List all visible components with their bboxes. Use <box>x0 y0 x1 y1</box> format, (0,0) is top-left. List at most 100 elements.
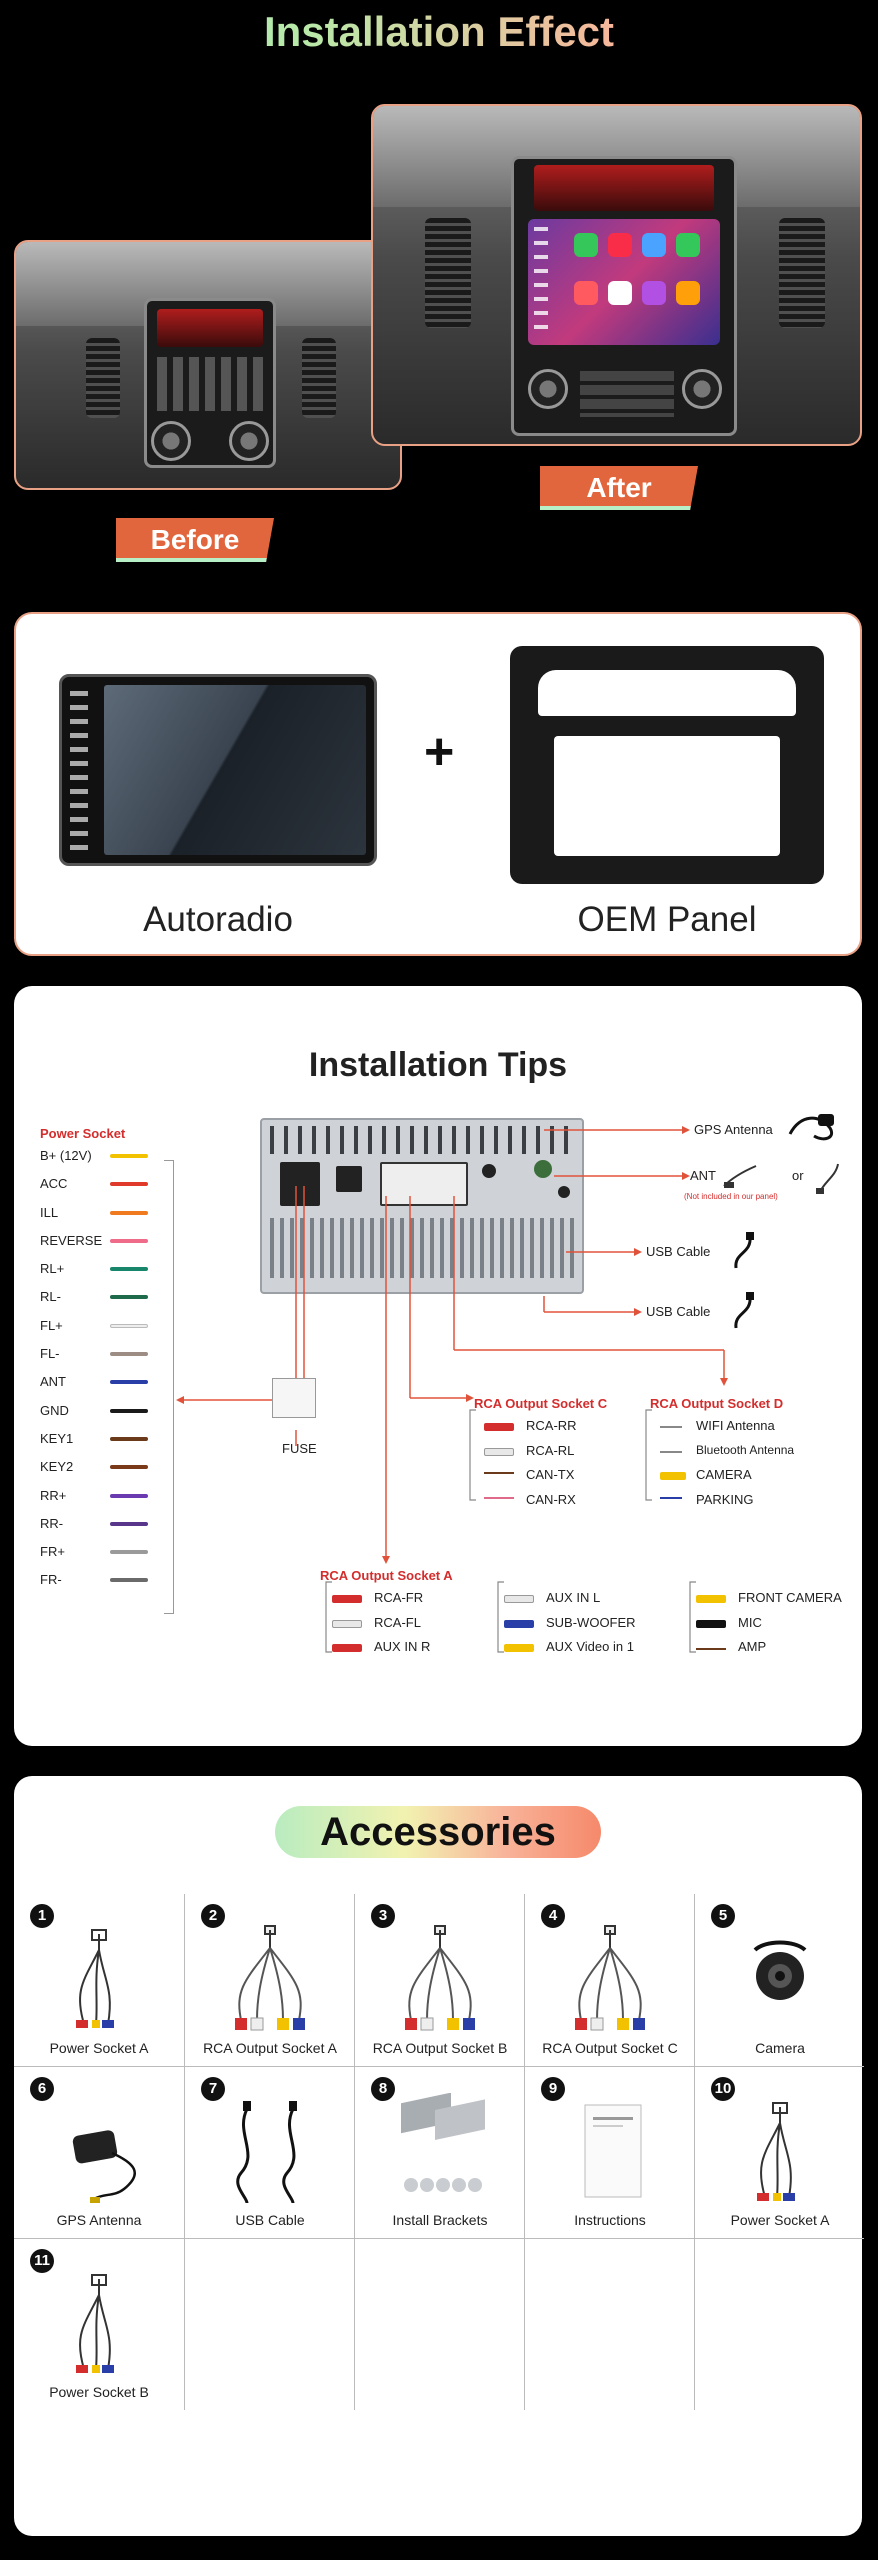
brackets-icon <box>355 2092 525 2209</box>
plus-sign: + <box>424 723 455 781</box>
power-socket-pin-label: GND <box>40 1402 69 1418</box>
power-socket-pin: KEY2 <box>40 1459 148 1487</box>
usb-cable-label-2: USB Cable <box>646 1304 711 1319</box>
wiring-lines <box>176 1126 728 1653</box>
socket-a-col1-item-3: AUX IN R <box>374 1639 431 1654</box>
accessory-label: Power Socket A <box>730 2212 830 2228</box>
harness-icon <box>14 2265 184 2381</box>
power-socket-pin-label: FR+ <box>40 1544 65 1560</box>
accessory-label: RCA Output Socket C <box>542 2040 678 2056</box>
power-socket-pin-label: ACC <box>40 1176 68 1192</box>
power-socket-pin: FL+ <box>40 1318 148 1346</box>
power-socket-pin-label: FL- <box>40 1346 60 1362</box>
autoradio-image <box>59 674 377 866</box>
accessory-number: 7 <box>201 2077 225 2101</box>
accessory-label: GPS Antenna <box>56 2212 142 2228</box>
power-socket-pin: RR+ <box>40 1487 148 1516</box>
after-dashboard-photo <box>371 104 862 446</box>
rca-cable-icon <box>355 1920 525 2036</box>
wire-color-swatch <box>110 1408 148 1413</box>
socket-d-item-3: CAMERA <box>696 1467 752 1482</box>
accessory-label: Power Socket B <box>49 2384 149 2400</box>
camera-icon <box>695 1920 865 2036</box>
wire-color-swatch <box>110 1436 148 1441</box>
wire-color-swatch <box>110 1295 148 1300</box>
wire-color-swatch <box>110 1493 148 1498</box>
power-socket-bracket <box>164 1160 174 1614</box>
accessory-number: 5 <box>711 1904 735 1928</box>
power-socket-pin: ILL <box>40 1204 148 1233</box>
power-socket-pin-label: REVERSE <box>40 1232 103 1248</box>
parts-card: + Autoradio OEM Panel <box>14 612 862 956</box>
before-tag: Before <box>116 518 274 562</box>
empty-grid-cell <box>184 2238 354 2410</box>
power-socket-pin: RL- <box>40 1289 148 1317</box>
oem-panel-image <box>510 646 824 884</box>
socket-a-col2-item-2: SUB-WOOFER <box>546 1615 636 1630</box>
socket-d-item-1: WIFI Antenna <box>696 1418 775 1433</box>
fuse-box <box>272 1378 316 1418</box>
accessory-label: Instructions <box>574 2212 646 2228</box>
accessory-number: 9 <box>541 2077 565 2101</box>
power-socket-title: Power Socket <box>40 1126 126 1141</box>
wire-color-swatch <box>110 1578 148 1583</box>
socket-c-item-2: RCA-RL <box>526 1443 575 1458</box>
accessory-number: 2 <box>201 1904 225 1928</box>
empty-grid-cell <box>524 2238 694 2410</box>
accessory-number: 11 <box>30 2249 54 2273</box>
wire-color-swatch <box>110 1267 148 1272</box>
power-socket-pin-label: KEY1 <box>40 1430 74 1446</box>
autoradio-label: Autoradio <box>143 900 293 939</box>
antenna-plug-icon <box>723 1165 757 1188</box>
oem-panel-label: OEM Panel <box>577 900 757 939</box>
accessory-label: RCA Output Socket A <box>203 2040 337 2056</box>
ant-label: ANT <box>690 1168 716 1183</box>
accessory-label: Install Brackets <box>392 2212 488 2228</box>
wire-color-swatch <box>110 1380 148 1385</box>
socket-c-item-4: CAN-RX <box>526 1492 576 1507</box>
usb-cable-icon-1 <box>734 1232 754 1269</box>
power-socket-pin: REVERSE <box>40 1232 148 1261</box>
power-socket-pin: FR+ <box>40 1544 148 1572</box>
installation-effect-title: Installation Effect <box>0 8 878 56</box>
ant-note: (Not included in our panel) <box>684 1192 778 1201</box>
socket-c-item-3: CAN-TX <box>526 1467 575 1482</box>
installation-tips-title: Installation Tips <box>308 1046 568 1084</box>
power-socket-pin: KEY1 <box>40 1430 148 1459</box>
or-label: or <box>792 1168 804 1183</box>
socket-a-title: RCA Output Socket A <box>320 1568 453 1583</box>
after-tag: After <box>540 466 698 510</box>
manual-icon <box>525 2093 695 2209</box>
socket-a-col2-item-1: AUX IN L <box>546 1590 601 1605</box>
accessory-label: USB Cable <box>235 2212 305 2228</box>
accessory-number: 4 <box>541 1904 565 1928</box>
power-socket-pin: RR- <box>40 1516 148 1544</box>
power-socket-pin: GND <box>40 1402 148 1431</box>
socket-a-col1-item-1: RCA-FR <box>374 1590 424 1605</box>
rca-cable-icon <box>525 1920 695 2036</box>
power-socket-pin-label: ILL <box>40 1204 59 1220</box>
power-socket-pin-label: B+ (12V) <box>40 1148 92 1163</box>
accessory-label: Power Socket A <box>49 2040 149 2056</box>
power-socket-pin-label: ANT <box>40 1374 66 1390</box>
wire-color-swatch <box>110 1323 148 1328</box>
usb-cable-icon <box>185 2093 355 2209</box>
socket-a-col3-item-1: FRONT CAMERA <box>738 1590 842 1605</box>
socket-d-title: RCA Output Socket D <box>650 1396 784 1411</box>
wire-color-swatch <box>110 1182 148 1187</box>
power-socket-pin-label: FR- <box>40 1572 62 1588</box>
wire-color-swatch <box>110 1238 148 1243</box>
power-socket-pin-label: RR+ <box>40 1487 67 1503</box>
wire-color-swatch <box>110 1154 148 1158</box>
wire-color-swatch <box>110 1352 148 1357</box>
wire-color-swatch <box>110 1210 148 1215</box>
